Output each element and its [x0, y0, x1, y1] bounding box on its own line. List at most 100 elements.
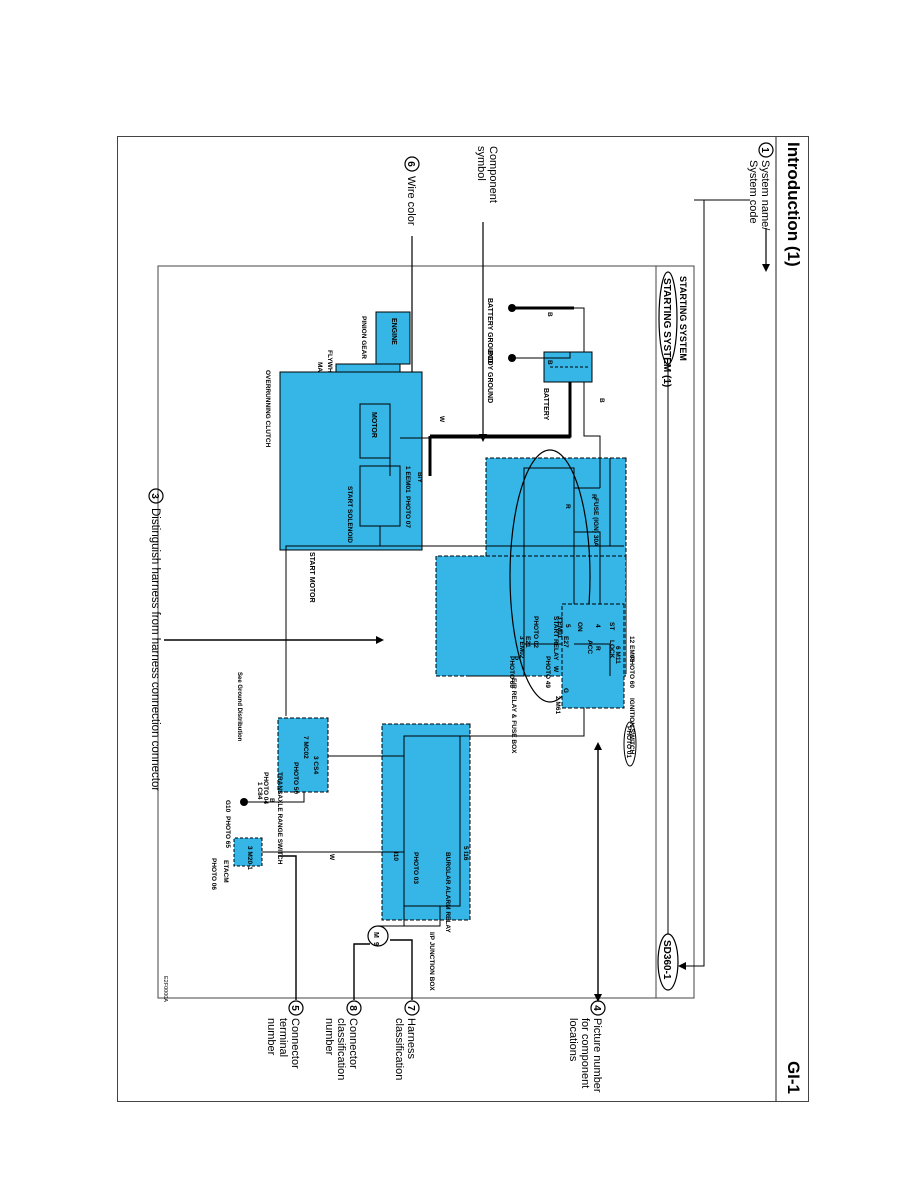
callout-5-arrow	[278, 855, 297, 1000]
callout-8-line2: classification	[335, 1018, 347, 1080]
battery-label: BATTERY	[542, 388, 549, 421]
overrunning-clutch-label: OVERRUNNING CLUTCH	[264, 370, 271, 448]
etacm-box	[233, 837, 263, 867]
callout-5-line3: number	[265, 1018, 277, 1056]
wire-p-1: P	[512, 656, 519, 661]
callout-4-line1: Picture number	[591, 1018, 603, 1093]
callout-4-arrowhead-left	[594, 742, 602, 750]
etacm-label: ETACM	[222, 860, 229, 883]
conn-e21: E21	[524, 636, 531, 648]
callout-1-arrowhead	[762, 264, 770, 272]
callout-2-line1: Component	[487, 146, 499, 203]
pinion-gear-label: PINION GEAR	[360, 316, 367, 359]
conn-i110: I10	[392, 852, 399, 861]
conn-eem01: 1 EEM01	[404, 466, 411, 493]
callout-6-text: Wire color	[405, 176, 417, 226]
photo-04-label: PHOTO 04	[262, 772, 269, 804]
callout-5-number: 5	[289, 1005, 300, 1011]
photo-07: PHOTO 07	[404, 496, 411, 528]
conn-i16: 5 I16	[462, 846, 469, 861]
callout-3-badge	[148, 488, 164, 504]
callout-4-arrowhead-right	[594, 994, 602, 1002]
wire-color-labels: B B B B W B/Y R R R W G P W	[268, 312, 605, 861]
transaxle-switch-box	[277, 717, 329, 793]
start-relay-label: START RELAY	[552, 616, 559, 661]
start-relay-box	[523, 467, 575, 645]
callout-3-text: Distinguish harness from harness connect…	[149, 508, 161, 791]
motor-label: MOTOR	[370, 412, 377, 438]
conn-em02: 3 EM02	[518, 636, 525, 659]
page-frame	[117, 136, 809, 1102]
g10-label: G10	[224, 800, 231, 813]
callout-6-badge	[404, 156, 420, 172]
ign-pin5: 5	[564, 624, 571, 628]
ip-junction-box	[381, 723, 471, 921]
callout-4-line2: for component	[579, 1018, 591, 1088]
wire-b-2: B	[546, 360, 553, 365]
callout-5-line2: terminal	[277, 1018, 289, 1057]
callout-7-line1: Harness	[405, 1018, 417, 1059]
callout-7-badge	[404, 1000, 420, 1016]
callout-3-arrowhead	[376, 636, 384, 644]
ign-pin4: 4	[594, 624, 601, 628]
callout-6-number: 6	[405, 161, 416, 167]
engine-label: ENGINE	[390, 318, 397, 345]
callout-8-line3: number	[323, 1018, 335, 1056]
wire-r-1: R	[590, 494, 597, 499]
er-box-label: E/R RELAY & FUSE BOX	[510, 678, 517, 754]
wiring-diagram: Introduction (1) GI-1 STARTING SYSTEM ST…	[148, 136, 803, 1102]
connector-class-m: M	[372, 932, 379, 938]
flywheel	[335, 363, 401, 373]
conn-em01: 3 EM01	[556, 616, 563, 639]
callout-5-line1: Connector	[289, 1018, 301, 1069]
conn-c84: 1 C84	[256, 782, 263, 800]
relay-symbol-ellipse	[509, 449, 591, 703]
title-band	[655, 265, 695, 999]
connector-class-number: 9	[372, 942, 379, 946]
callout-1-badge	[758, 142, 774, 158]
ign-lock-label: LOCK	[608, 640, 615, 659]
callout-8-line1: Connector	[347, 1018, 359, 1069]
conn-e27: E27	[562, 636, 569, 648]
start-motor-label: START MOTOR	[308, 552, 315, 603]
start-solenoid-label: START SOLENOID	[346, 486, 353, 543]
conn-m11: 6 M11	[614, 646, 621, 664]
conn-m61: 2 M61	[554, 696, 561, 714]
callout-1-line2: System code	[747, 160, 759, 224]
system-name: STARTING SYSTEM (1)	[661, 278, 672, 387]
ignition-switch-label: IGNITION SWITCH	[628, 698, 635, 755]
connector-labels: 1 EEM01 PHOTO 07 12 EM03 PHOTO 60 6 M11 …	[246, 466, 635, 870]
callout-5-badge	[288, 1000, 304, 1016]
photo-01-ellipse	[623, 721, 637, 767]
page-header-code: GI-1	[784, 1061, 803, 1094]
fuse-label: FUSE (IGN) 30A	[592, 498, 599, 547]
wire-r-3: R	[594, 646, 601, 651]
callout-4-number: 4	[591, 1005, 602, 1011]
system-title: STARTING SYSTEM	[678, 276, 688, 361]
wire-w-1: W	[438, 416, 445, 423]
conn-em03a: 12 EM03	[628, 636, 635, 662]
transaxle-switch-label: TRANSAXLE RANGE SWITCH	[276, 772, 283, 865]
burglar-relay-label: BURGLAR ALARM RELAY	[444, 852, 451, 933]
conn-m201: 3 M20-1	[246, 846, 253, 870]
photo-65-label: PHOTO 65	[224, 816, 231, 848]
callout-4-line3: locations	[567, 1018, 579, 1062]
conn-cs4: 3 CS4	[312, 756, 319, 774]
photo-60: PHOTO 60	[628, 656, 635, 688]
heavy-wiring	[428, 306, 574, 476]
motor-box	[359, 403, 391, 459]
photo-01-label: PHOTO 01	[625, 726, 632, 758]
photo-03-label: PHOTO 03	[412, 852, 419, 884]
ignition-switch-box	[561, 603, 625, 709]
system-code: SD360-1	[661, 940, 672, 980]
photo-06-label: PHOTO 06	[210, 858, 217, 890]
callout-8-badge	[346, 1000, 362, 1016]
ign-on-label: ON	[576, 622, 583, 632]
callout-3-number: 3	[149, 493, 160, 499]
wire-w-3: W	[328, 854, 335, 861]
photo-50: PHOTO 50	[292, 762, 299, 794]
battery-ground-label: BATTERY GROUND	[486, 298, 493, 363]
wire-g-1: G	[562, 688, 569, 693]
ip-box-label: I/P JUNCTION BOX	[428, 932, 435, 991]
